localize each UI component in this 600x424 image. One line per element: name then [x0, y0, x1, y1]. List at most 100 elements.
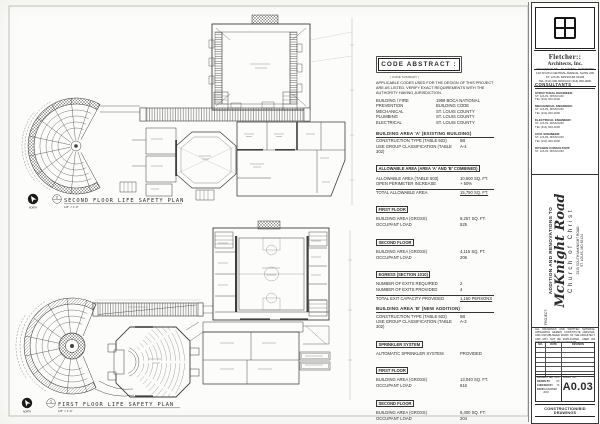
project-name-2: Church of Christ	[568, 208, 575, 293]
abstract-row: NUMBER OF EXITS PROVIDED 4	[376, 287, 494, 293]
abstract-row: AUTOMATIC SPRINKLER SYSTEM PROVIDED	[376, 350, 494, 357]
revision-cell	[546, 362, 562, 367]
detail-bubble-icon	[46, 398, 56, 408]
plan-drawing-canvas: NORTH 2 SECOND FLOOR LIFE SAFETY PLAN 1/…	[8, 5, 529, 417]
aisles	[123, 327, 190, 397]
sanctuary-fan-roof	[21, 97, 101, 195]
code-label: ELECTRICAL	[376, 120, 402, 126]
code-abstract-title: CODE ABSTRACT :	[378, 58, 460, 71]
revision-cell	[536, 362, 546, 367]
abstract-row: BUILDING AREA (GROSS) 9,257 SQ. FT.	[376, 217, 494, 222]
revision-header-cell: REVISION	[572, 343, 584, 346]
consultant-line: ST. LOUIS, MISSOURI	[535, 93, 564, 98]
sub-heading: FIRST FLOOR	[376, 359, 494, 377]
code-abstract: CODE ABSTRACT : ( CODE SUMMARY ) APPLICA…	[376, 57, 494, 424]
abstract-label: BUILDING AREA (GROSS)	[376, 216, 427, 222]
consultant-line: TEL (314) 000-0000	[535, 124, 560, 129]
sheet-number-label: SHEET NO.	[562, 376, 577, 379]
revision-cell	[562, 363, 594, 367]
sheet-info-value: 0216	[554, 376, 560, 379]
north-arrow-icon	[21, 397, 33, 409]
abstract-value: PROVIDED	[460, 350, 482, 356]
code-value: ST. LOUIS COUNTY	[436, 114, 475, 120]
auditorium	[107, 321, 204, 398]
abstract-label: CONSTRUCTION TYPE (TABLE 602)	[376, 313, 447, 319]
revision-cell	[536, 367, 546, 372]
code-abstract-intro: APPLICABLE CODES USED FOR THE DESIGN OF …	[376, 81, 494, 95]
revision-cell	[546, 357, 562, 362]
consultant-role: KITCHEN CONSULTANT:	[535, 145, 571, 150]
abstract-label: OCCUPANT LOAD	[376, 415, 412, 421]
abstract-value: 4	[460, 287, 463, 293]
abstract-value: 5B	[460, 313, 466, 319]
firm-name: Fletcher:: Architects, Inc.	[534, 50, 596, 70]
abstract-label: TOTAL ALLOWABLE AREA	[376, 189, 428, 195]
revision-cell	[536, 352, 546, 357]
section-heading: BUILDING AREA 'B' (NEW ADDITION)	[376, 306, 494, 314]
revision-header-cell: DATE	[546, 343, 562, 347]
sheet-number-cell: SHEET NO. A0.03	[562, 375, 594, 401]
abstract-rows: BUILDING AREA 'A' (EXISTING BUILDING)CON…	[376, 131, 494, 424]
consultant-line: ST. LOUIS, MISSOURI	[535, 148, 564, 153]
sub-heading: SECOND FLOOR	[376, 231, 494, 249]
abstract-label: BUILDING AREA (GROSS)	[376, 248, 427, 254]
abstract-value: 1,150 PERSONS	[460, 295, 493, 301]
abstract-value: 15,750 SQ. FT.	[460, 189, 489, 195]
north-arrow-icon	[27, 193, 39, 205]
abstract-value: 2	[460, 281, 463, 287]
first-plan-titleline: NORTH 1 FIRST FLOOR LIFE SAFETY PLAN 1/8…	[21, 397, 180, 414]
abstract-value: 9,257 SQ. FT.	[460, 216, 486, 222]
abstract-value: 10,500 SQ. FT.	[460, 175, 489, 181]
abstract-label: NUMBER OF EXITS PROVIDED	[376, 287, 438, 293]
abstract-row: USE GROUP CLASSIFICATION (TABLE 302)A-4	[376, 144, 494, 155]
plan-scale-first: 1/8" = 1'-0"	[58, 409, 73, 413]
sub-heading: SPRINKLER SYSTEM	[376, 333, 494, 351]
abstract-label: USE GROUP CLASSIFICATION (TABLE 302)	[376, 319, 452, 330]
gymnasium	[212, 220, 330, 321]
project-address-2: ST. LOUIS, MO 63124	[580, 234, 585, 267]
revision-header-cell: NO.	[536, 343, 546, 347]
abstract-row: USE GROUP CLASSIFICATION (TABLE 302)A-3	[376, 320, 494, 330]
sub-heading-label: SECOND FLOOR	[376, 399, 414, 407]
classroom-wing-second	[236, 121, 346, 197]
first-floor-plan	[15, 220, 352, 400]
abstract-label: USE GROUP CLASSIFICATION (TABLE 302)	[376, 144, 452, 155]
consultant-role: STRUCTURAL ENGINEER:	[535, 90, 573, 95]
link-corridor	[92, 299, 213, 317]
abstract-label: OCCUPANT LOAD	[376, 222, 412, 228]
detail-bubble-icon	[52, 194, 62, 204]
sub-heading: FIRST FLOOR	[376, 198, 494, 216]
lobby-octagon	[175, 131, 237, 201]
sub-heading: ALLOWABLE AREA (AREA 'A' AND 'B' COMBINE…	[376, 157, 494, 175]
firm-logo	[535, 7, 595, 49]
sheet-info-label: PROJECT NO.	[537, 376, 554, 379]
firm-logo-icon	[554, 17, 576, 39]
firm-address-line: ARCHITECTURE · PLANNING · INTERIORS	[535, 67, 595, 71]
abstract-value: 5B	[460, 138, 466, 144]
titleblock-separator	[528, 2, 529, 422]
revision-cell	[536, 347, 546, 352]
fan-terrace	[15, 297, 135, 397]
sub-heading-label: SECOND FLOOR	[376, 238, 414, 246]
abstract-row: BUILDING AREA (GROSS)6,400 SQ. FT.	[376, 409, 494, 416]
sheet-info-value: TF	[556, 383, 560, 387]
stage	[113, 349, 125, 375]
dimension-lines-second	[309, 18, 354, 205]
abstract-value: 6,400 SQ. FT.	[460, 409, 486, 415]
north-label: NORTH	[29, 208, 37, 210]
abstract-label: AUTOMATIC SPRINKLER SYSTEM	[376, 350, 444, 356]
consultant-line: ST. LOUIS, MISSOURI	[535, 121, 564, 126]
revision-header: NO.DATE REVISION	[536, 343, 594, 347]
abstract-row: OPEN PERIMETER INCREASE+ 50%	[376, 182, 494, 187]
